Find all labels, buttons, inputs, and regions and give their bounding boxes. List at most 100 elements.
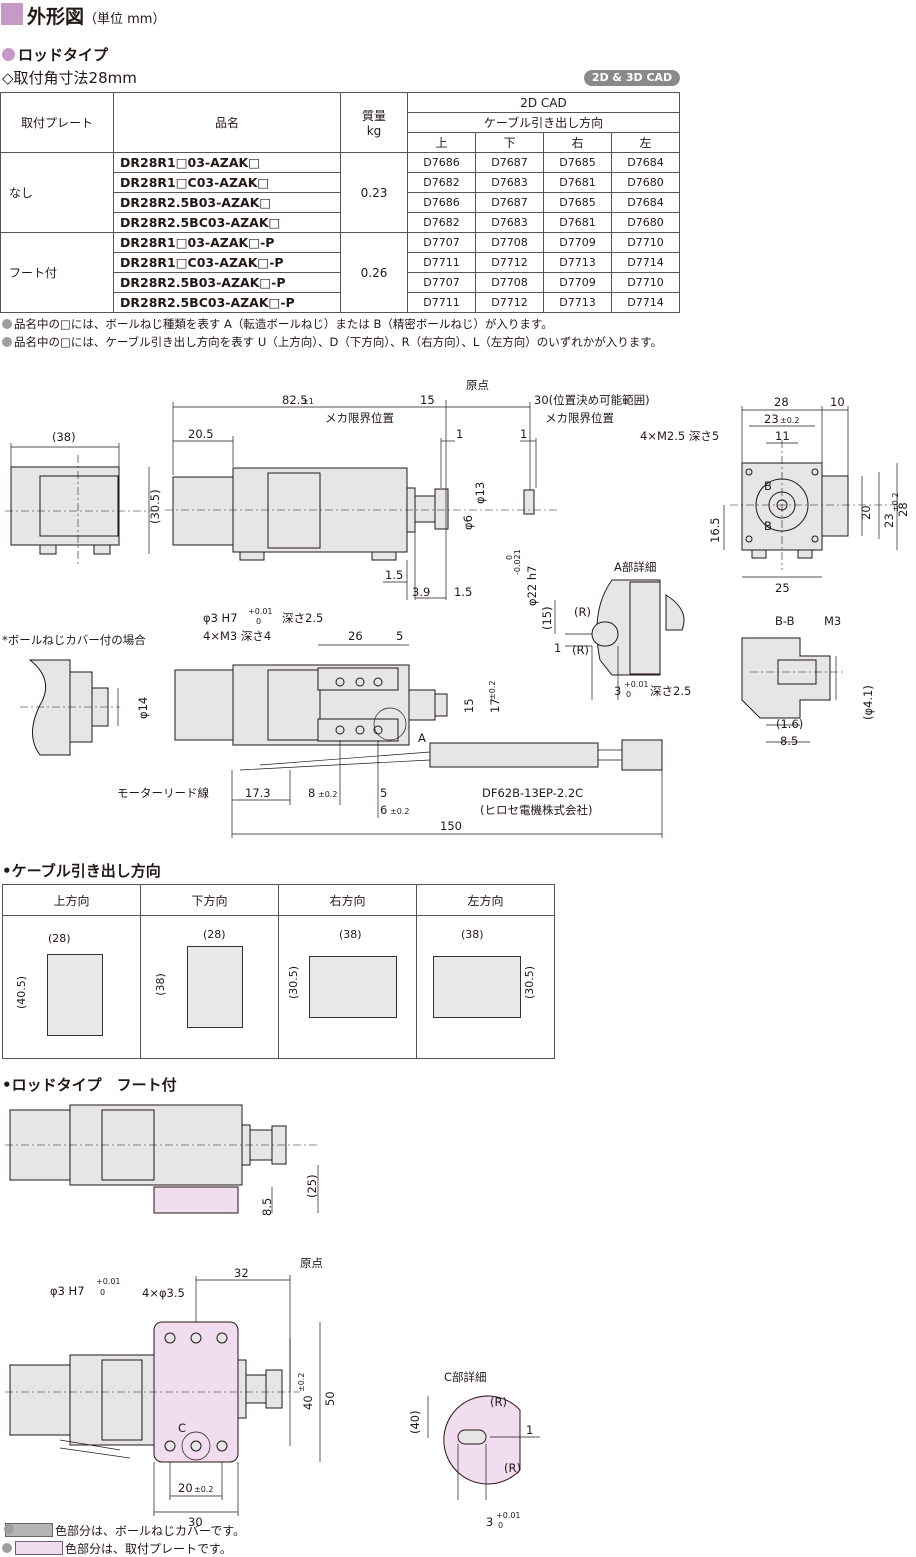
- section-title: B-B: [775, 614, 795, 628]
- dim-label: 1: [526, 1423, 533, 1437]
- dim-label: 5: [380, 786, 387, 800]
- dim-label: 28: [774, 395, 789, 409]
- dir-cell-up: (28) (40.5): [2, 915, 141, 1059]
- table-row: DR28R2.5B03-AZAK□ D7686 D7687 D7685 D768…: [1, 192, 680, 213]
- plate-swatch: [15, 1541, 63, 1555]
- cable-side-view: (38) (30.5): [5, 430, 162, 565]
- dim-label: (R): [572, 643, 589, 657]
- dim-label: ±0.2: [488, 681, 497, 700]
- dim-label: 20: [178, 1481, 193, 1495]
- dim-label: 8.5: [780, 734, 798, 748]
- cad-link[interactable]: D7709: [543, 272, 612, 293]
- dim-label: 28: [896, 502, 910, 517]
- cad-link[interactable]: D7684: [611, 152, 680, 173]
- dir-cell-down: (28) (38): [140, 915, 279, 1059]
- dim-label: 0: [498, 1521, 503, 1530]
- dim-label: 5: [396, 629, 403, 643]
- cad-link[interactable]: D7682: [407, 172, 476, 193]
- foot-top-view: 原点 32 φ3 H7 +0.01 0 4×φ3.5 40 ±0.2 50 C …: [5, 1256, 337, 1529]
- dim-label: 30: [188, 1515, 203, 1529]
- dim-label: -0.021: [513, 549, 522, 575]
- dim-label: φ6: [461, 515, 475, 530]
- cad-link[interactable]: D7709: [543, 232, 612, 253]
- front-view: 28 10 23 ±0.2 11 4×M2.5 深さ5 B B 20 23 ±0…: [640, 395, 910, 595]
- dim-label: 0: [256, 617, 261, 626]
- dim-label: 8.5: [260, 1198, 274, 1216]
- dim-label: (15): [540, 606, 554, 630]
- dim-label: 15: [420, 393, 435, 407]
- section-mark: B: [764, 479, 772, 493]
- unit-label: （単位 mm）: [84, 12, 166, 27]
- cad-link[interactable]: D7711: [407, 292, 476, 313]
- dim-label: +0.01: [248, 607, 273, 616]
- rod-side-view: 原点 82.5 ±1 15 30(位置決め可能範囲) メカ限界位置 メカ限界位置…: [165, 378, 650, 606]
- dim-label: (R): [504, 1461, 521, 1475]
- dim-label: ±0.2: [891, 493, 900, 512]
- cad-link[interactable]: D7712: [475, 252, 544, 273]
- dim-label: +0.01: [96, 1277, 121, 1286]
- table-row: DR28R1□C03-AZAK□ D7682 D7683 D7681 D7680: [1, 172, 680, 193]
- foot-section-title: •ロッドタイプ フート付: [2, 1076, 177, 1094]
- detail-title: C部詳細: [444, 1370, 487, 1384]
- dim-label: 20.5: [188, 427, 214, 441]
- dim-label: 82.5: [282, 393, 308, 407]
- table-row: DR28R1□C03-AZAK□-P D7711 D7712 D7713 D77…: [1, 252, 680, 273]
- cad-link[interactable]: D7681: [543, 212, 612, 233]
- dim-label: ±0.2: [297, 1373, 306, 1392]
- dim-label: (R): [490, 1395, 507, 1409]
- dim-label: 4×φ3.5: [142, 1286, 185, 1300]
- dim-label: 17.3: [245, 786, 271, 800]
- dim-label: 25: [775, 581, 790, 595]
- dim-label: ±0.2: [390, 807, 409, 816]
- cad-link[interactable]: D7710: [611, 232, 680, 253]
- table-row: なし DR28R1□03-AZAK□ 0.23 D7686 D7687 D768…: [0, 152, 680, 233]
- cad-link[interactable]: D7707: [407, 272, 476, 293]
- dir-cell-right: (38) (30.5): [278, 915, 417, 1059]
- dim-label: φ13: [473, 482, 487, 504]
- legend-plate: 色部分は、取付プレートです。: [2, 1540, 232, 1557]
- dim-label: 1.5: [454, 585, 472, 599]
- dim-label: ±1: [302, 397, 314, 406]
- cad-link[interactable]: D7686: [407, 152, 476, 173]
- dim-label: (R): [574, 605, 591, 619]
- dim-label: M3: [824, 614, 841, 628]
- dim-label: 1: [520, 427, 527, 441]
- note-ballscrew: 品名中の□には、ボールねじ種類を表す A（転造ボールねじ）または B（精密ボール…: [2, 316, 553, 332]
- dim-label: 32: [234, 1266, 249, 1280]
- cad-badge[interactable]: 2D & 3D CAD: [584, 70, 680, 86]
- dim-label: 6: [380, 803, 387, 817]
- dim-label: モーターリード線: [117, 786, 209, 800]
- cad-link[interactable]: D7684: [611, 192, 680, 213]
- cad-link[interactable]: D7686: [407, 192, 476, 213]
- dim-label: 4×M2.5 深さ5: [640, 429, 719, 443]
- th-cad: 2D CAD: [407, 92, 680, 113]
- legend-cover: 色部分は、ボールねじカバーです。: [2, 1522, 245, 1539]
- cad-link[interactable]: D7714: [611, 292, 680, 313]
- section-mark: B: [764, 519, 772, 533]
- cad-link[interactable]: D7712: [475, 292, 544, 313]
- th-dir: 左: [611, 132, 680, 153]
- dim-label: +0.01: [624, 680, 649, 689]
- th-cable: ケーブル引き出し方向: [407, 112, 680, 133]
- detail-c: C部詳細 (40) (R) (R) 1 3 +0.01 0: [408, 1370, 540, 1530]
- dim-label: ±0.2: [318, 790, 337, 799]
- note-cable: 品名中の□には、ケーブル引き出し方向を表す U（上方向）、D（下方向）、R（右方…: [2, 334, 662, 350]
- cable-section-title: •ケーブル引き出し方向: [2, 862, 161, 880]
- dim-label: (40): [408, 1410, 422, 1434]
- cad-link[interactable]: D7713: [543, 292, 612, 313]
- dir-header: 下方向: [140, 884, 279, 916]
- dim-label: 1.5: [385, 568, 403, 582]
- dim-label: (1.6): [776, 717, 803, 731]
- cad-link[interactable]: D7687: [475, 192, 544, 213]
- cad-link[interactable]: D7714: [611, 252, 680, 273]
- dim-label: 30(位置決め可能範囲): [534, 393, 650, 407]
- dim-label: (30.5): [148, 489, 162, 524]
- dim-label: 0: [505, 555, 514, 560]
- cad-link[interactable]: D7708: [475, 232, 544, 253]
- connector-label: DF62B-13EP-2.2C: [482, 786, 583, 800]
- dim-label: 23: [764, 412, 779, 426]
- dim-label: 1: [456, 427, 463, 441]
- dir-header: 上方向: [2, 884, 141, 916]
- cad-link[interactable]: D7713: [543, 252, 612, 273]
